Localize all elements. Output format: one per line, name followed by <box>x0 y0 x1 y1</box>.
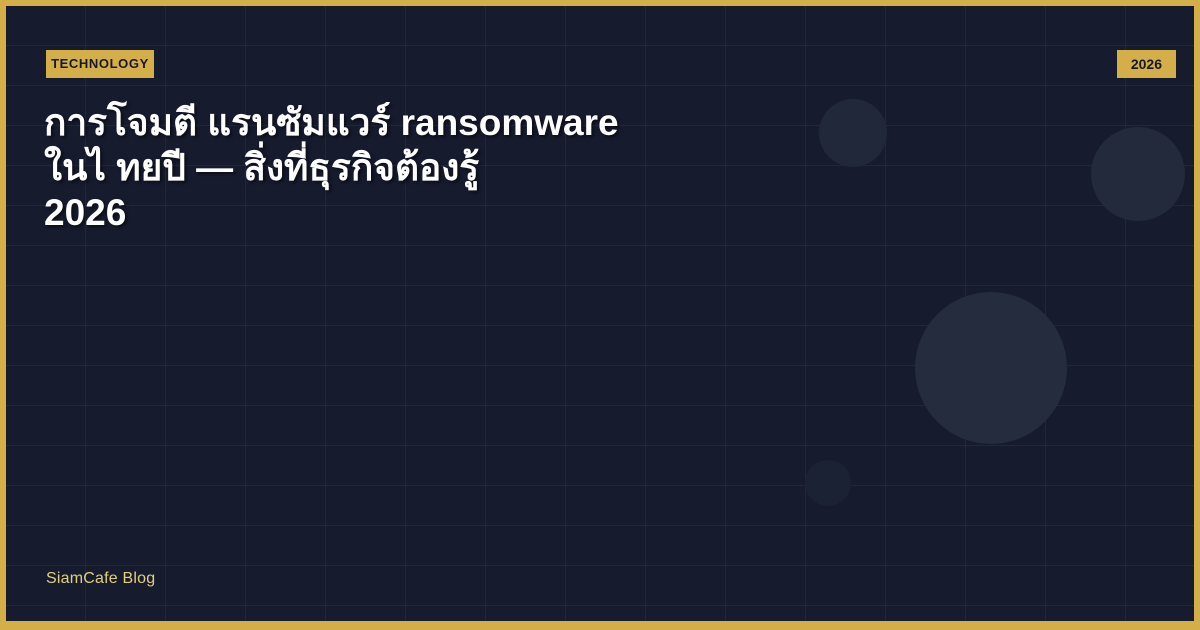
year-badge: 2026 <box>1116 50 1176 78</box>
category-badge: TECHNOLOGY <box>46 50 154 78</box>
page-title: การโจมตี แรนซัมแวร์ ransomware ในไ ทยปี … <box>44 102 619 233</box>
card-content: TECHNOLOGY 2026 การโจมตี แรนซัมแวร์ rans… <box>6 6 1194 621</box>
site-brand-label: SiamCafe Blog <box>46 570 156 587</box>
